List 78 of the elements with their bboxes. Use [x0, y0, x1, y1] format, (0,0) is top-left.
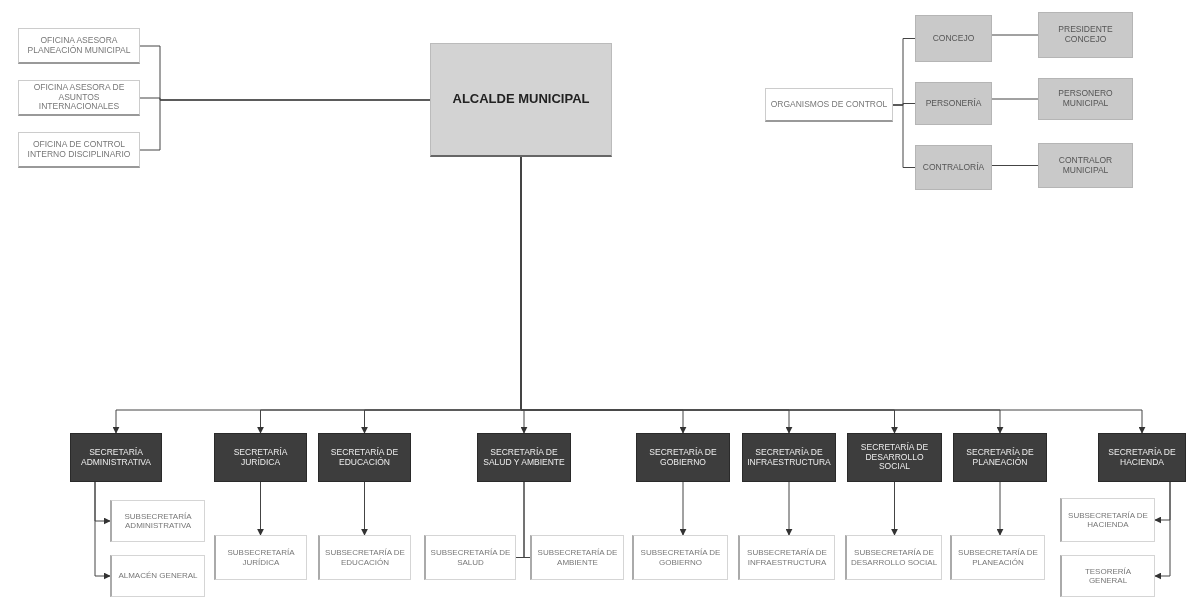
- arrow: [94, 481, 111, 580]
- control-box: [1038, 12, 1133, 58]
- connector-line: [991, 165, 1039, 166]
- subunit-box: [1060, 498, 1155, 542]
- department-box: [318, 433, 411, 482]
- box-label: SECRETARÍA ADMINISTRATIVA: [79, 447, 153, 468]
- connector-line: [523, 481, 531, 558]
- box-label: ALMACÉN GENERAL: [118, 571, 198, 581]
- box-label: OFICINA ASESORA DE ASUNTOS INTERNACIONALES: [32, 82, 126, 113]
- department-box: [214, 433, 307, 482]
- box-label: SUBSECRETARÍA DE SALUD: [429, 548, 512, 567]
- box-label: SECRETARÍA DE PLANEACIÓN: [965, 447, 1035, 468]
- subunit-box: [530, 535, 624, 580]
- arrow: [1154, 481, 1171, 580]
- connector-line: [139, 99, 431, 151]
- box-label: SUBSECRETARÍA ADMINISTRATIVA: [123, 511, 193, 531]
- arrow: [679, 481, 687, 536]
- department-box: [953, 433, 1047, 482]
- control-box: [915, 145, 992, 190]
- connector-line: [991, 34, 1039, 36]
- box-label: PRESIDENTE CONCEJO: [1057, 25, 1114, 45]
- subunit-box: [424, 535, 516, 580]
- box-label: TESORERÍA GENERAL: [1083, 566, 1133, 586]
- office-box: [18, 28, 140, 64]
- subunit-box: [318, 535, 411, 580]
- box-label: SUBSECRETARÍA DE PLANEACIÓN: [957, 548, 1039, 567]
- control-box: [915, 82, 992, 125]
- box-label: SECRETARÍA DE GOBIERNO: [648, 447, 718, 468]
- control-box: [1038, 78, 1133, 120]
- department-box: [636, 433, 730, 482]
- box-label: SUBSECRETARÍA DE HACIENDA: [1067, 510, 1149, 530]
- box-label: SECRETARÍA JURÍDICA: [232, 447, 289, 468]
- box-label: OFICINA ASESORA PLANEACIÓN MUNICIPAL: [26, 35, 132, 56]
- box-label: SECRETARÍA DE HACIENDA: [1107, 447, 1177, 468]
- department-box: [477, 433, 571, 482]
- box-label: SECRETARÍA DE EDUCACIÓN: [329, 447, 400, 468]
- department-box: [847, 433, 942, 482]
- box-label: PERSONERO MUNICIPAL: [1057, 89, 1114, 109]
- box-label: ALCALDE MUNICIPAL: [452, 92, 590, 107]
- box-label: SUBSECRETARÍA DE EDUCACIÓN: [324, 548, 406, 567]
- box-label: SUBSECRETARÍA DE GOBIERNO: [639, 548, 722, 567]
- connector-line: [991, 98, 1039, 100]
- arrow: [996, 481, 1004, 536]
- subunit-box: [110, 555, 205, 597]
- control-box: [1038, 143, 1133, 188]
- head-box: [430, 43, 612, 157]
- arrow: [257, 481, 264, 536]
- box-label: SUBSECRETARÍA DE DESARROLLO SOCIAL: [850, 548, 938, 567]
- arrow: [361, 481, 368, 536]
- box-label: SUBSECRETARÍA DE INFRAESTRUCTURA: [746, 548, 828, 567]
- department-box: [70, 433, 162, 482]
- box-label: PERSONERÍA: [925, 98, 982, 109]
- subunit-box: [738, 535, 835, 580]
- subunit-box: [110, 500, 205, 542]
- box-label: OFICINA DE CONTROL INTERNO DISCIPLINARIO: [26, 139, 132, 160]
- box-label: CONTRALORÍA: [922, 162, 985, 173]
- box-label: SECRETARÍA DE DESARROLLO SOCIAL: [859, 442, 930, 473]
- arrow: [891, 481, 898, 536]
- box-label: SECRETARÍA DE SALUD Y AMBIENTE: [482, 447, 566, 468]
- control-box: [915, 15, 992, 62]
- box-label: ORGANISMOS DE CONTROL: [770, 99, 888, 110]
- subunit-box: [1060, 555, 1155, 597]
- connector-line: [892, 104, 916, 168]
- subunit-box: [950, 535, 1045, 580]
- subunit-box: [632, 535, 728, 580]
- office-box: [765, 88, 893, 122]
- department-box: [742, 433, 836, 482]
- box-label: CONCEJO: [932, 33, 975, 44]
- office-box: [18, 80, 140, 116]
- subunit-box: [214, 535, 307, 580]
- box-label: SUBSECRETARÍA JURÍDICA: [226, 548, 296, 567]
- subunit-box: [845, 535, 942, 580]
- box-label: CONTRALOR MUNICIPAL: [1057, 155, 1114, 176]
- arrow: [785, 481, 793, 536]
- box-label: SUBSECRETARÍA DE AMBIENTE: [536, 548, 619, 567]
- office-box: [18, 132, 140, 168]
- department-box: [1098, 433, 1186, 482]
- box-label: SECRETARÍA DE INFRAESTRUCTURA: [746, 447, 832, 468]
